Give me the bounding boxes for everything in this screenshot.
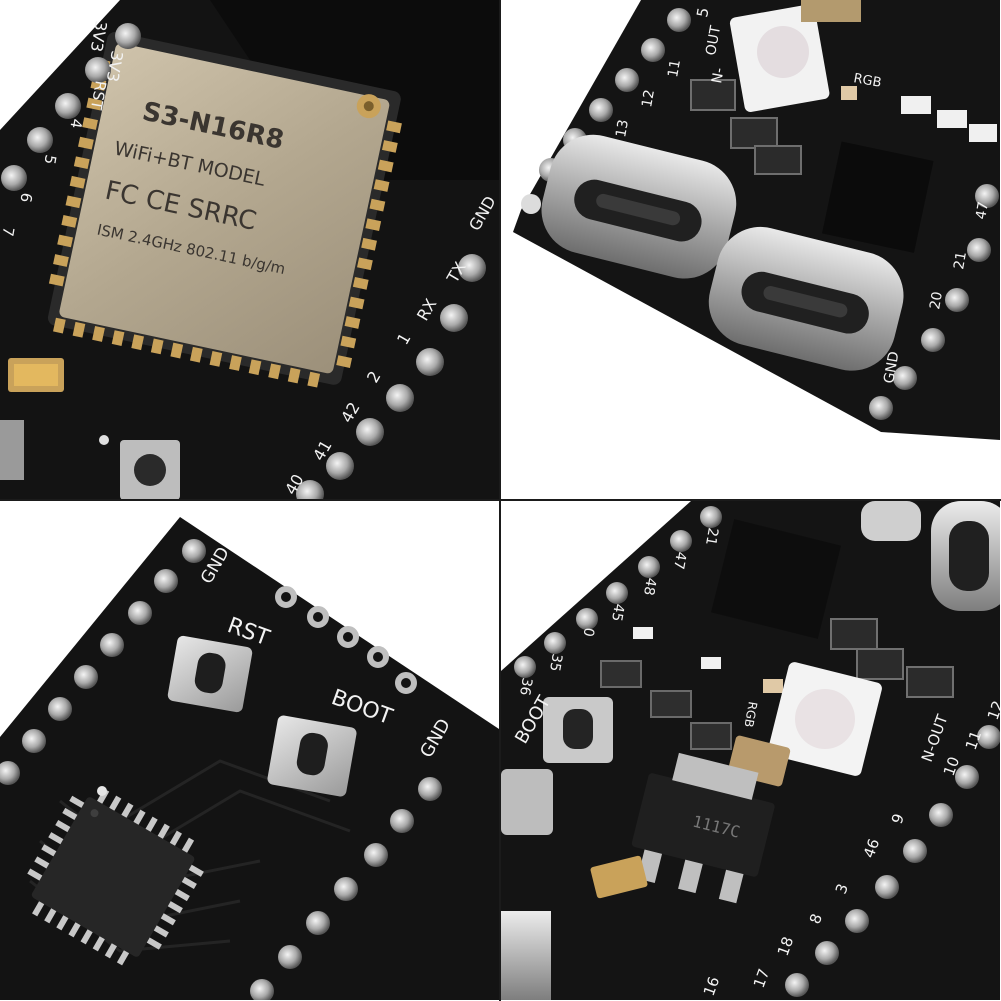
usb-bridge-chip xyxy=(822,141,934,253)
pin-label-5: 5 xyxy=(693,6,712,19)
voltage-regulator xyxy=(631,773,775,877)
panel-usb-closeup: 5 OUT N- 11 12 13 RGB 47 21 20 GND xyxy=(501,0,1000,499)
pin-label-12: 12 xyxy=(984,698,1000,722)
pin-label-47: 47 xyxy=(973,200,992,220)
pin-label-out: OUT xyxy=(703,24,724,57)
pin-label-5: 5 xyxy=(40,153,59,166)
pin-label-0: 0 xyxy=(580,626,597,638)
pin-label-16: 16 xyxy=(700,974,723,998)
pin-label-17: 17 xyxy=(750,966,773,990)
panel-buttons-closeup: GND RST BOOT GND xyxy=(0,501,499,1000)
rgb-silk-label: RGB xyxy=(742,700,760,728)
pin-label-21: 21 xyxy=(951,250,970,270)
pin-label-gnd: GND xyxy=(881,350,902,384)
panel-module-closeup: S3-N16R8 WiFi+BT MODEL FC CE SRRC ISM 2.… xyxy=(0,0,499,499)
panel-regulator-closeup: 1117C 21 47 xyxy=(501,501,1000,1000)
microcontroller-chip xyxy=(31,797,195,957)
pin-label-4: 4 xyxy=(66,117,85,130)
pin-label-45: 45 xyxy=(608,602,627,622)
buttons-closeup-photo: GND RST BOOT GND xyxy=(0,501,499,1000)
pin-label-12: 12 xyxy=(639,88,658,108)
pin-label-rst: RST xyxy=(87,79,110,112)
regulator-closeup-photo: 1117C 21 47 xyxy=(501,501,1000,1000)
pin-label-18: 18 xyxy=(774,934,797,958)
pin-label-48: 48 xyxy=(640,576,659,596)
pin-label-11: 11 xyxy=(962,728,985,752)
pin-label-36: 36 xyxy=(516,676,535,696)
wifi-module-shield xyxy=(59,43,390,374)
pin-label-47: 47 xyxy=(670,550,689,570)
pin-label-7: 7 xyxy=(0,225,18,238)
pin-label-46: 46 xyxy=(860,836,883,860)
module-closeup-photo: S3-N16R8 WiFi+BT MODEL FC CE SRRC ISM 2.… xyxy=(0,0,499,499)
rgb-silk-label: RGB xyxy=(852,71,882,91)
usb-bridge-chip xyxy=(711,519,841,639)
pin-label-35: 35 xyxy=(546,652,565,672)
pin-label-20: 20 xyxy=(927,290,946,310)
pin-label-11: 11 xyxy=(665,58,684,78)
horizontal-divider xyxy=(0,499,1001,501)
usb-closeup-photo: 5 OUT N- 11 12 13 RGB 47 21 20 GND xyxy=(501,0,1000,499)
pin-label-21: 21 xyxy=(702,526,721,546)
pin-label-10: 10 xyxy=(940,754,963,778)
pin-label-13: 13 xyxy=(613,118,632,138)
pin-label-6: 6 xyxy=(16,191,35,204)
pin-label-n: N- xyxy=(709,67,727,85)
